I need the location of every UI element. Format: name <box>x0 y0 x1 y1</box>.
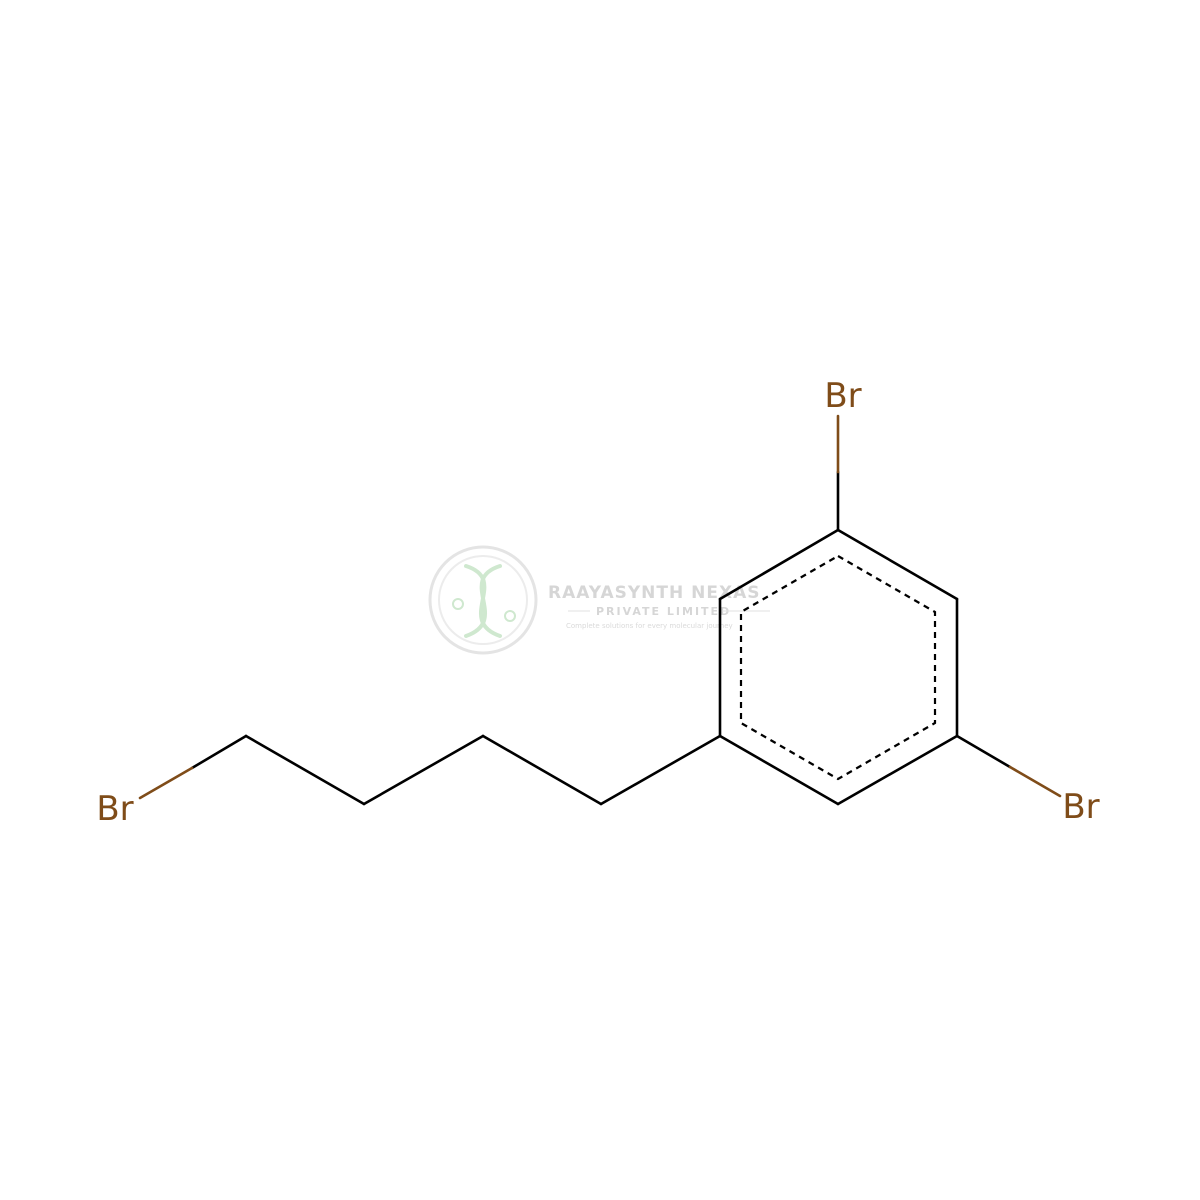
chain-bond-4 <box>244 734 366 806</box>
chain-bond-2 <box>481 734 603 806</box>
ring-bond-c4-c5 <box>718 734 840 806</box>
atom-label-br-top: Br <box>824 376 861 416</box>
atom-label-br-left: Br <box>96 789 133 829</box>
dna-helix-icon <box>464 564 502 638</box>
chain-bond-3 <box>362 734 485 806</box>
ring-bond-c1-c2 <box>836 528 959 601</box>
watermark: RAAYASYNTH NEXAS PRIVATE LIMITED Complet… <box>428 545 770 655</box>
molecule-node-icon <box>504 610 516 622</box>
molecule-node-icon <box>452 598 464 610</box>
bond-chain-br-dark <box>190 734 248 770</box>
ring-bond-c3-c4 <box>836 734 959 806</box>
ring-substituents <box>836 414 1062 798</box>
chain-bond-1 <box>599 734 722 806</box>
benzene-ring <box>718 528 959 806</box>
watermark-logo-ring <box>428 545 538 655</box>
watermark-company-suffix: PRIVATE LIMITED <box>596 605 731 618</box>
atom-label-br-right: Br <box>1062 787 1099 827</box>
bond-c3-br-right-light <box>1008 765 1062 798</box>
watermark-logo-inner-ring <box>438 555 528 645</box>
bond-chain-br-light <box>138 766 194 800</box>
bromobutyl-chain <box>138 734 722 806</box>
bond-c3-br-right-dark <box>955 734 1012 769</box>
watermark-tagline: Complete solutions for every molecular j… <box>566 622 733 630</box>
watermark-company-name: RAAYASYNTH NEXAS <box>548 583 761 603</box>
aromatic-inner-ring <box>739 554 937 781</box>
ring-bond-c6-c1 <box>718 528 840 601</box>
